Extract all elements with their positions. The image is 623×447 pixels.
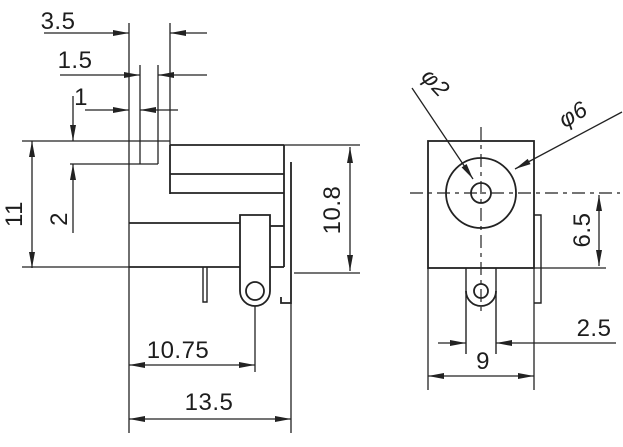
dim-label-13-5: 13.5	[185, 389, 234, 416]
dim-label-phi-6: φ6	[554, 96, 592, 133]
dim-label-11: 11	[1, 201, 28, 227]
solder-lug-outline	[239, 214, 271, 307]
center-pin-circle	[470, 182, 492, 204]
dim-label-10-8: 10.8	[319, 186, 346, 235]
dim-label-phi-2: φ2	[417, 63, 456, 102]
leader-line-phi-6	[514, 111, 623, 170]
dim-label-3-5: 3.5	[41, 8, 76, 35]
side-view: 3.5 1.5 1 2 11 10.8 10.75 13.5	[1, 8, 360, 433]
terminal-pin	[202, 267, 208, 303]
side-bracket-strip	[534, 214, 542, 304]
housing-front-face	[427, 140, 535, 269]
solder-lug-hole	[245, 281, 265, 301]
dim-label-2: 2	[46, 212, 73, 226]
barrel-opening-circle	[445, 157, 517, 229]
dim-label-1-5: 1.5	[58, 47, 93, 74]
dim-label-2-5: 2.5	[577, 315, 612, 342]
mounting-bracket-edge	[280, 162, 292, 304]
dim-label-10-75: 10.75	[147, 337, 210, 364]
dim-label-9: 9	[476, 348, 490, 375]
dim-label-6-5: 6.5	[569, 213, 596, 248]
leader-line-phi-2	[411, 87, 474, 180]
front-view: φ2 φ6 6.5 2.5 9	[410, 63, 623, 390]
bottom-lug-round-end	[465, 290, 497, 307]
dim-label-1: 1	[74, 84, 88, 111]
bottom-lug-hole	[473, 283, 489, 299]
